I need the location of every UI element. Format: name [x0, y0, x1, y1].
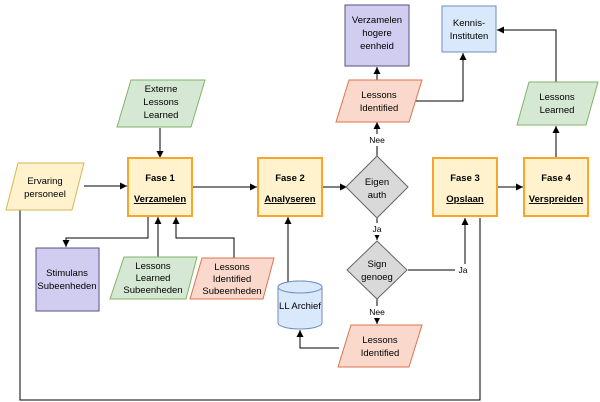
phase-title: Fase 4 — [541, 173, 571, 184]
edge-archief-to-fase2 — [284, 217, 296, 283]
edge-label-nee-bottom: Nee — [369, 307, 385, 317]
node-line: hogere — [362, 28, 392, 39]
node-line: Kennis- — [453, 18, 485, 29]
node-line: auth — [368, 190, 387, 201]
node-line: Lessons — [135, 261, 171, 272]
label-bg — [455, 264, 471, 276]
node-lessons-learned-top: Lessons Learned — [516, 81, 599, 126]
node-line: Identified — [360, 103, 399, 114]
node-line: Identified — [213, 274, 252, 285]
phase-name: Verspreiden — [529, 194, 584, 205]
edge-li-bottom-to-archief — [296, 330, 339, 349]
label-bg — [369, 223, 385, 235]
node-line: Instituten — [450, 31, 489, 42]
node-ervaring-personeel: Ervaring personeel — [5, 162, 85, 211]
decision-sign-genoeg: Sign genoeg — [346, 240, 408, 300]
edge-label-nee-top: Nee — [369, 135, 385, 145]
node-line: Lessons — [539, 92, 575, 103]
node-line: Eigen — [365, 177, 389, 188]
node-line: Stimulans — [46, 268, 88, 279]
decision-eigen-auth: Eigen auth — [345, 155, 409, 219]
node-line: LL Archief — [279, 301, 321, 312]
node-line: eenheid — [360, 41, 394, 52]
edge-ll-top-to-kennis — [497, 26, 557, 82]
node-line: personeel — [24, 189, 66, 200]
edge-sign-to-fase3 — [408, 218, 469, 271]
node-line: Verzamelen — [352, 15, 402, 26]
database-ll-archief: LL Archief — [277, 280, 323, 330]
edge-li-top-to-kennis — [412, 53, 467, 102]
phase-fase4: Fase 4 Verspreiden — [523, 157, 589, 217]
node-externe-lessons-learned: Externe Lessons Learned — [116, 79, 206, 128]
edge-fase1-to-stimulans — [62, 216, 149, 247]
node-line: Learned — [136, 273, 171, 284]
node-stimulans-subeenheden: Stimulans Subeenheden — [35, 247, 100, 312]
phase-fase2: Fase 2 Analyseren — [257, 157, 323, 217]
node-line: Lessons — [361, 90, 397, 101]
node-line: Subeenheden — [202, 286, 261, 297]
node-verzamelen-hogere-eenheid: Verzamelen hogere eenheid — [344, 4, 410, 67]
node-line: Learned — [540, 105, 575, 116]
node-lessons-identified-bottom: Lessons Identified — [337, 324, 423, 368]
edge-label-ja-mid: Ja — [373, 224, 382, 234]
label-bg — [365, 306, 387, 318]
phase-title: Fase 3 — [450, 173, 480, 184]
node-line: Ervaring — [27, 176, 62, 187]
node-lessons-learned-subeenheden: Lessons Learned Subeenheden — [109, 256, 198, 300]
edge-lisub-to-fase1 — [172, 217, 235, 258]
phase-name: Opslaan — [446, 194, 484, 205]
node-line: Sign — [367, 259, 386, 270]
node-kennis-instituten: Kennis- Instituten — [441, 5, 497, 53]
phase-name: Analyseren — [264, 194, 315, 205]
node-line: Identified — [361, 348, 400, 359]
edge-ervaring-loop-to-fase3 — [19, 210, 481, 401]
label-bg — [365, 134, 387, 146]
phase-title: Fase 1 — [145, 173, 175, 184]
node-line: Lessons — [214, 262, 250, 273]
node-line: Lessons — [143, 97, 179, 108]
phase-name: Verzamelen — [134, 194, 186, 205]
node-line: Lessons — [362, 335, 398, 346]
phase-fase3: Fase 3 Opslaan — [432, 157, 498, 217]
node-lessons-identified-subeenheden: Lessons Identified Subeenheden — [189, 257, 275, 300]
phase-title: Fase 2 — [275, 173, 305, 184]
node-lessons-identified-top: Lessons Identified — [335, 79, 423, 123]
node-line: Learned — [144, 110, 179, 121]
edge-label-ja-right: Ja — [459, 265, 468, 275]
node-line: Subeenheden — [37, 281, 96, 292]
node-line: Subeenheden — [123, 285, 182, 296]
node-line: Externe — [145, 84, 178, 95]
phase-fase1: Fase 1 Verzamelen — [127, 157, 193, 217]
node-line: genoeg — [361, 272, 393, 283]
